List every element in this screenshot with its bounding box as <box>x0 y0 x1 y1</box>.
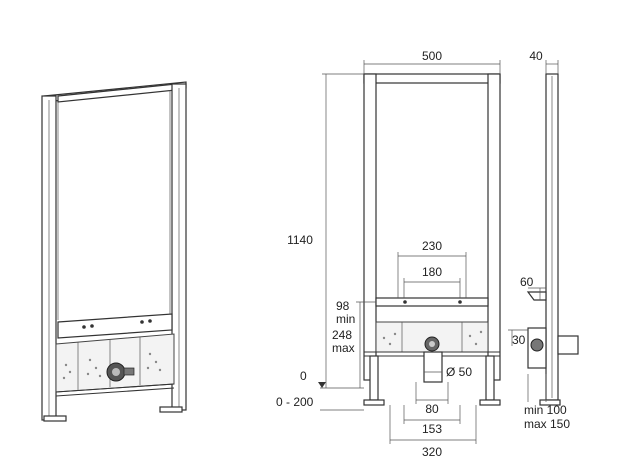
dim-side-min-100: min 100 <box>524 403 567 417</box>
dim-zero: 0 <box>300 369 307 383</box>
frame-side-view <box>526 73 579 406</box>
dim-diameter-50: Ø 50 <box>446 365 472 379</box>
dim-80: 80 <box>425 402 439 416</box>
dim-248: 248 <box>332 328 352 342</box>
dim-side-60: 60 <box>520 275 534 289</box>
dim-spacing-230: 230 <box>422 239 442 253</box>
dimension-lines <box>318 60 559 444</box>
dim-depth-40: 40 <box>529 49 543 63</box>
dim-width-500: 500 <box>422 49 442 63</box>
dim-height-1140: 1140 <box>287 233 313 247</box>
frame-front-view <box>363 73 501 406</box>
dim-98: 98 <box>336 299 350 313</box>
dim-side-30: 30 <box>512 333 526 347</box>
dim-320: 320 <box>422 445 442 459</box>
dim-range-0-200: 0 - 200 <box>276 395 314 409</box>
dim-side-max-150: max 150 <box>524 417 570 431</box>
dim-248-max-label: max <box>332 341 355 355</box>
frame-3d-view <box>41 81 187 422</box>
dim-spacing-180: 180 <box>422 265 442 279</box>
dim-98-min-label: min <box>336 312 355 326</box>
dim-153: 153 <box>422 422 442 436</box>
